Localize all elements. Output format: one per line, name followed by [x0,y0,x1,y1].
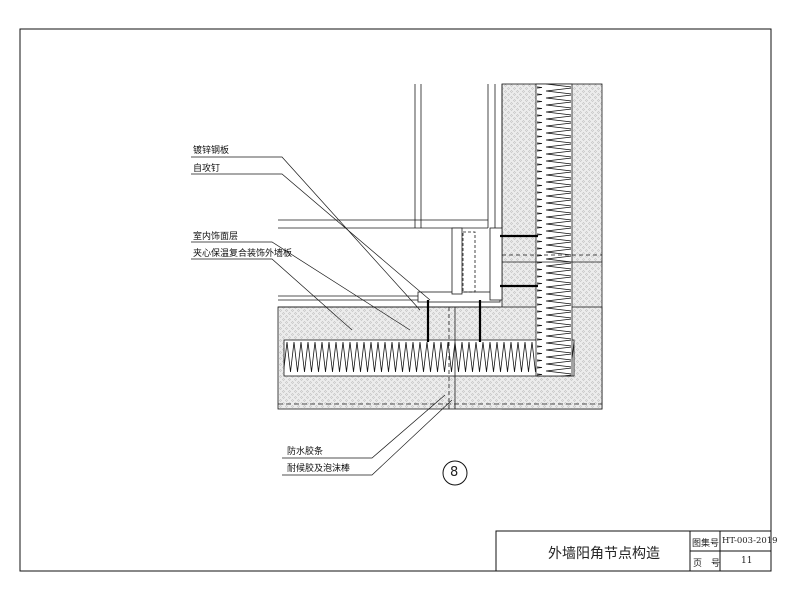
self-tapping-screws [426,234,538,342]
leader-lines [191,156,453,476]
title-block [495,530,772,572]
page-value: 11 [741,556,753,566]
drawing-border [19,28,772,572]
label-waterproof-strip: 防水胶条 [287,447,324,457]
atlas-no-value: HT-003-2019 [722,536,778,546]
page-label: 页 号 [693,559,721,569]
drawing-title: 外墙阳角节点构造 [548,546,660,562]
label-interior-finish-layer: 室内饰面层 [193,232,239,242]
label-sandwich-panel: 夹心保温复合装饰外墙板 [193,249,293,259]
atlas-no-label: 图集号 [692,539,720,549]
label-sealant-foam-rod: 耐候胶及泡沫棒 [287,464,351,474]
label-self-tapping-screw: 自攻钉 [193,164,221,174]
corner-node-drawing [277,83,603,410]
detail-number: 8 [450,465,459,480]
label-galvanized-steel-plate: 镀锌钢板 [193,146,230,156]
detail-number-circle [442,460,468,486]
